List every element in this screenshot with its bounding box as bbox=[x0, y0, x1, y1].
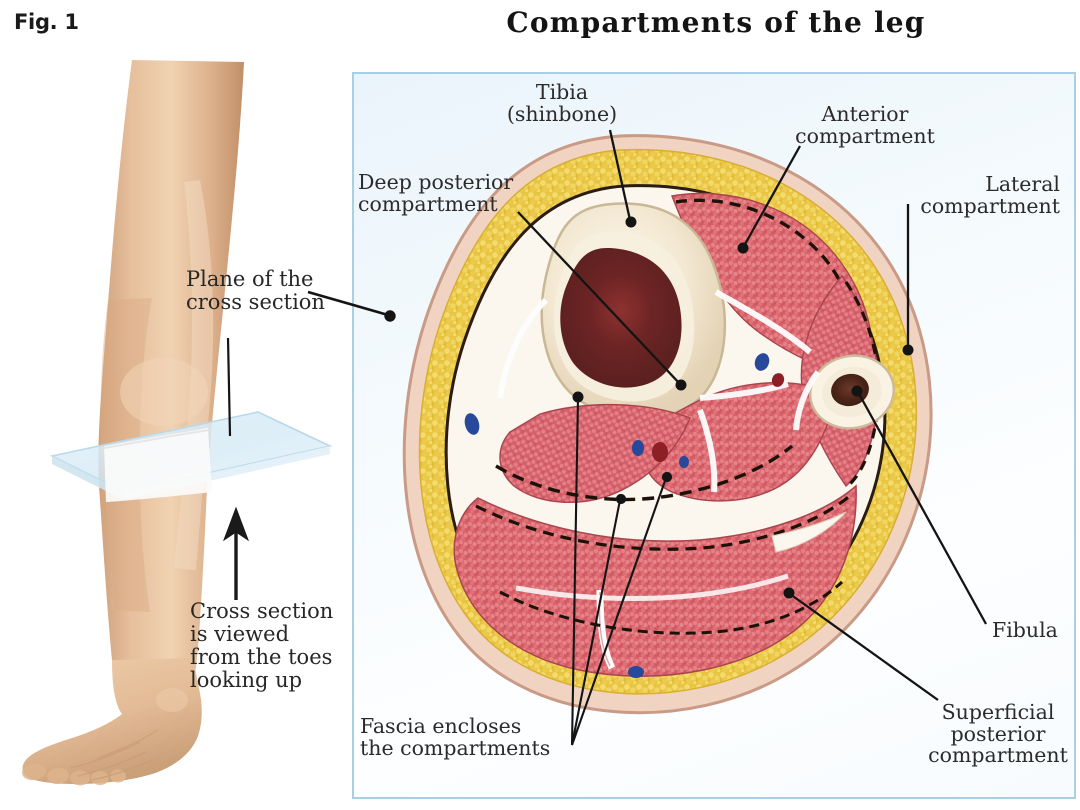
tibia-label: Tibia (shinbone) bbox=[506, 80, 618, 126]
page-title: Compartments of the leg bbox=[506, 6, 926, 39]
cross-section-plane bbox=[49, 411, 333, 500]
lateral-compartment-label: Lateral compartment bbox=[920, 172, 1060, 218]
toes bbox=[22, 763, 126, 786]
fascia-label: Fascia encloses the compartments bbox=[360, 714, 551, 760]
deep-posterior-compartment-label: Deep posterior compartment bbox=[358, 170, 514, 216]
fibula-label: Fibula bbox=[992, 618, 1058, 642]
anterior-compartment-label: Anterior compartment bbox=[795, 102, 935, 148]
viewing-direction-label: Cross section is viewed from the toes lo… bbox=[190, 599, 334, 693]
up-arrow-icon bbox=[222, 506, 250, 600]
figure-number-label: Fig. 1 bbox=[14, 10, 79, 34]
foot bbox=[22, 658, 202, 784]
plane-of-cross-section-label: Plane of the cross section bbox=[186, 267, 325, 315]
cut-band bbox=[104, 428, 212, 502]
superficial-posterior-compartment-label: Superficial posterior compartment bbox=[928, 700, 1068, 768]
